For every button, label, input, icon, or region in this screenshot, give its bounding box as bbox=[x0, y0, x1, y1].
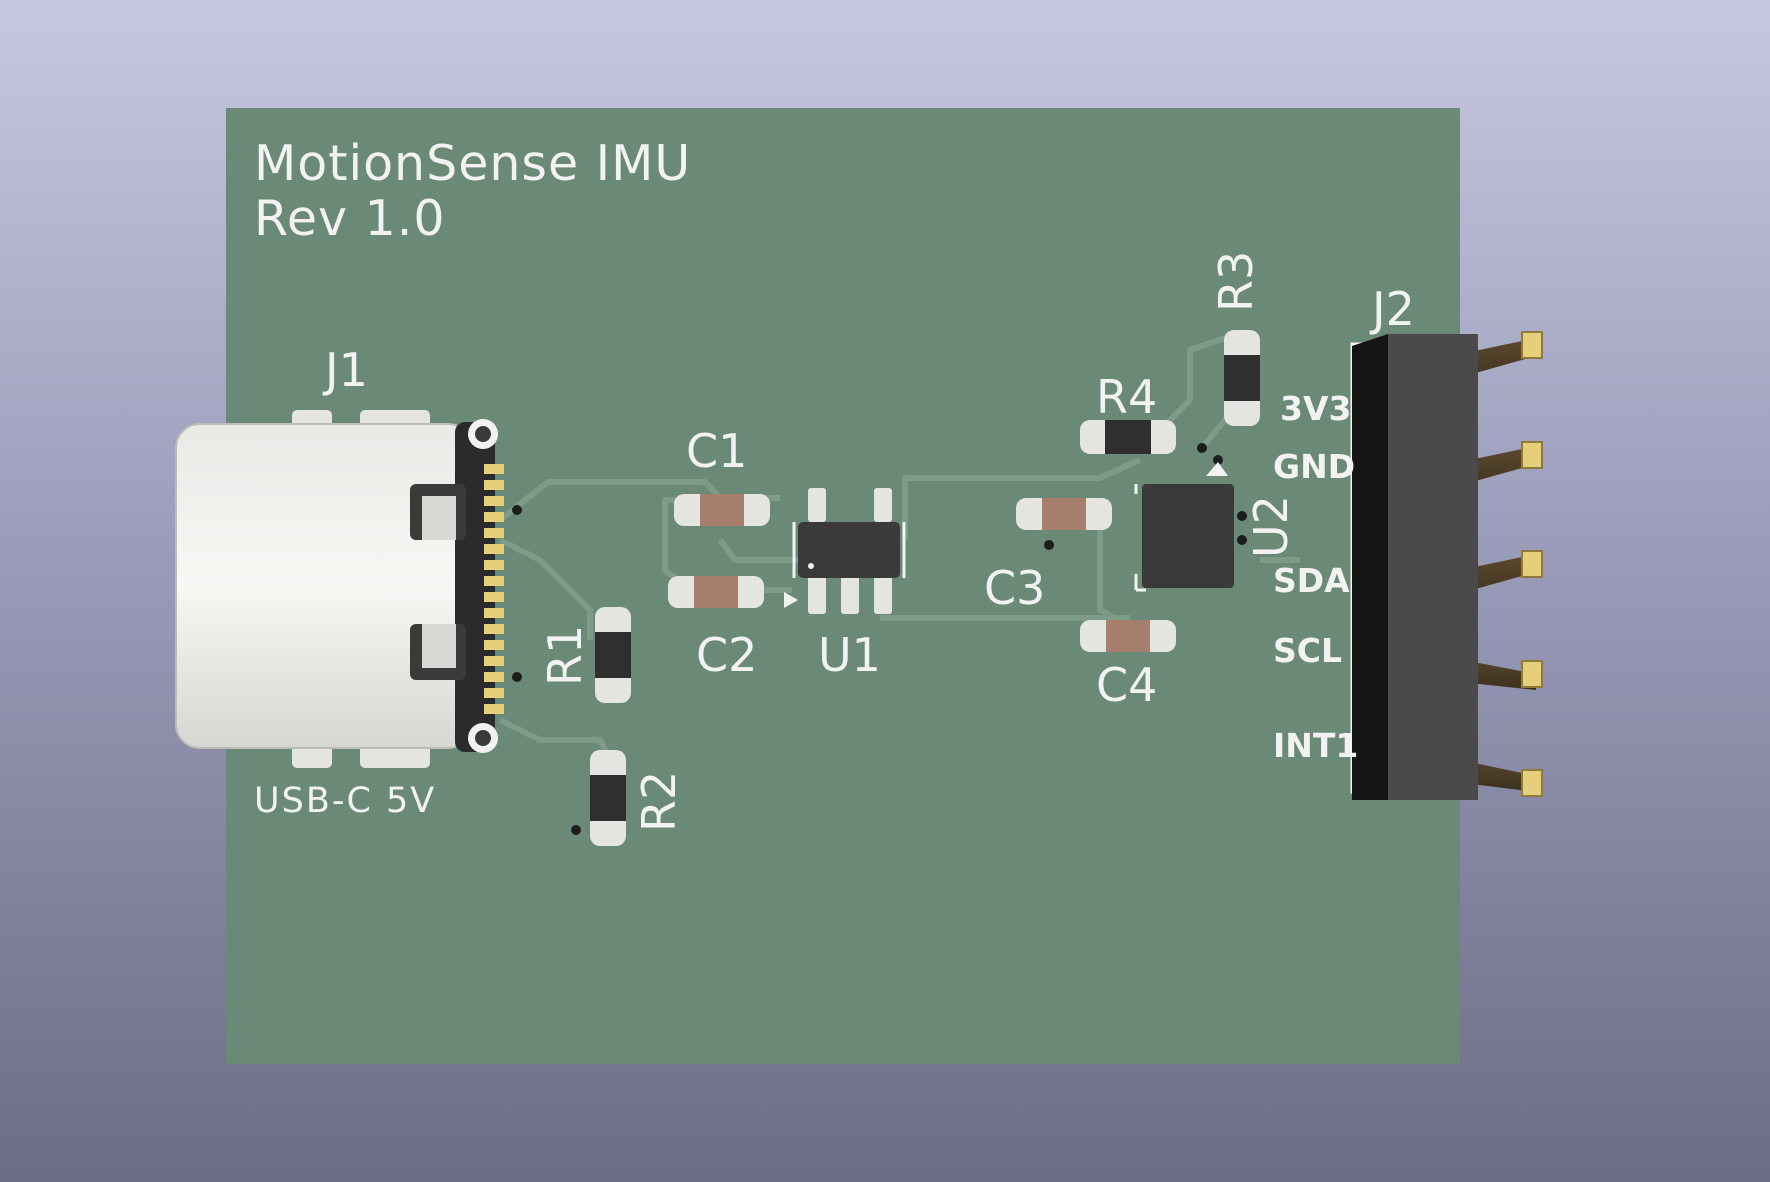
capacitor-c3 bbox=[1016, 498, 1112, 550]
ref-c4: C4 bbox=[1096, 658, 1157, 712]
ref-c2: C2 bbox=[696, 628, 757, 682]
resistor-r1 bbox=[595, 607, 631, 703]
ref-r2: R2 bbox=[632, 771, 686, 832]
ref-c1: C1 bbox=[686, 424, 747, 478]
ref-r1: R1 bbox=[538, 625, 592, 686]
resistor-r4 bbox=[1080, 420, 1176, 454]
board-revision: Rev 1.0 bbox=[254, 190, 446, 247]
resistor-r3 bbox=[1224, 330, 1260, 426]
header-pin-label: INT1 bbox=[1273, 726, 1358, 765]
capacitor-c2 bbox=[668, 576, 764, 608]
usb-label: USB-C 5V bbox=[254, 781, 436, 821]
ref-u1: U1 bbox=[818, 628, 881, 682]
pin-header-j2 bbox=[1350, 331, 1543, 800]
header-pin-label: SCL bbox=[1273, 631, 1342, 670]
ic-u2 bbox=[1134, 443, 1247, 592]
capacitor-c4 bbox=[1080, 620, 1176, 652]
ref-j1: J1 bbox=[322, 343, 368, 397]
ref-j2: J2 bbox=[1369, 282, 1415, 336]
header-pin-label: 3V3 bbox=[1280, 389, 1351, 428]
ref-r4: R4 bbox=[1096, 370, 1157, 424]
header-pin-label: GND bbox=[1273, 447, 1355, 486]
board-title: MotionSense IMU bbox=[254, 135, 691, 192]
usb-c-connector bbox=[175, 410, 522, 768]
ref-r3: R3 bbox=[1209, 251, 1263, 312]
ref-u2: U2 bbox=[1244, 495, 1298, 558]
header-pin-label: SDA bbox=[1273, 561, 1350, 600]
resistor-r2 bbox=[571, 750, 626, 846]
ref-c3: C3 bbox=[984, 561, 1045, 615]
ic-u1 bbox=[784, 488, 906, 614]
capacitor-c1 bbox=[674, 494, 770, 526]
